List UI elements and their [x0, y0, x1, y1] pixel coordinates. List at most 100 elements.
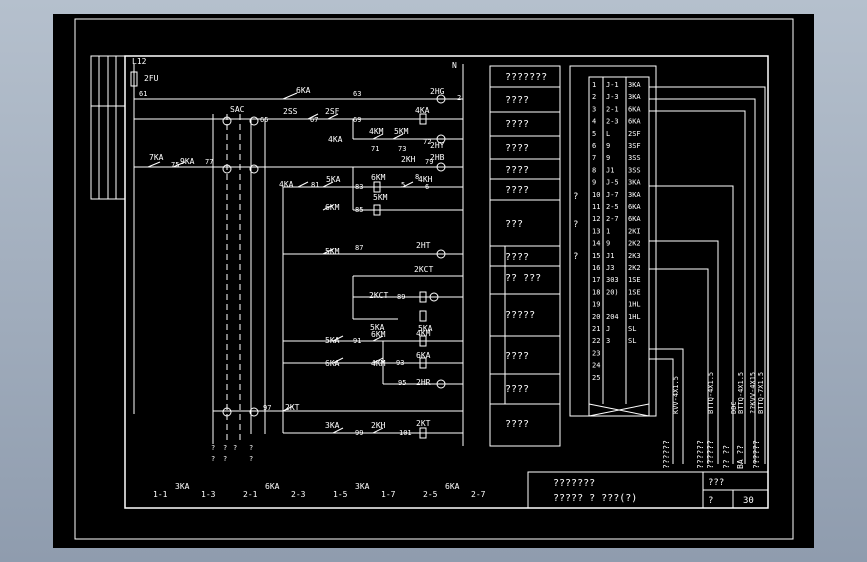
wire-75: 75: [171, 161, 179, 169]
label-kh4: 4KH: [418, 175, 433, 184]
terminal-no-24: 25: [592, 374, 600, 382]
cable-5: BTTQ-7X1.5: [757, 372, 765, 414]
description-9: ?????: [505, 310, 535, 321]
wire-85: 85: [355, 206, 363, 214]
label-kh2-c: 2KH: [371, 421, 386, 430]
bottom-contact-2-name: 3KA: [355, 482, 370, 491]
wire-71: 71: [371, 145, 379, 153]
terminal-from-13: 9: [606, 240, 610, 248]
bottom-contact-3-left: 2-5: [423, 490, 438, 499]
terminal-no-21: 22: [592, 337, 600, 345]
wire-69: 69: [353, 116, 361, 124]
wire-67: 67: [310, 116, 318, 124]
terminal-to-19: 1HL: [628, 313, 641, 321]
label-km5-b: 5KM: [325, 247, 340, 256]
bottom-contact-1-left: 2-1: [243, 490, 258, 499]
wire-93: 93: [396, 359, 404, 367]
terminal-to-17: 1SE: [628, 288, 641, 296]
terminal-from-9: J-7: [606, 191, 619, 199]
wire-61: 61: [139, 90, 147, 98]
label-coil-2kct: 2KCT: [414, 265, 433, 274]
terminal-no-18: 19: [592, 301, 600, 309]
label-coil-4ka: 4KA: [415, 106, 430, 115]
terminal-no-23: 24: [592, 362, 600, 370]
bottom-contact-1-name: 6KA: [265, 482, 280, 491]
schematic-drawing: L122FUNSAC6KA2SS2SF4KA4KM5KM7KA9KA2KH5KA…: [74, 18, 794, 540]
wire-63: 63: [353, 90, 361, 98]
title-line-1: ???????: [553, 478, 595, 489]
terminal-no-13: 14: [592, 240, 600, 248]
label-km6-b: 6KM: [325, 203, 340, 212]
label-kt2-contact: 2KT: [285, 403, 300, 412]
terminal-to-13: 2K2: [628, 240, 641, 248]
cable-1: BTTQ-4X1.5: [707, 372, 715, 414]
terminal-from-12: 1: [606, 227, 610, 235]
terminal-from-4: L: [606, 130, 610, 138]
terminal-to-20: SL: [628, 325, 636, 333]
wire-79: 79: [425, 158, 433, 166]
label-coil-6ka: 6KA: [416, 351, 431, 360]
label-kh2: 2KH: [401, 155, 416, 164]
description-4: ????: [505, 165, 529, 176]
terminal-to-12: 2KI: [628, 227, 641, 235]
wire-89: 89: [397, 293, 405, 301]
description-6: ???: [505, 219, 523, 230]
label-ka5-a: 5KA: [326, 175, 341, 184]
bottom-contact-1-right: 2-3: [291, 490, 306, 499]
label-ka5-b: 5KA: [370, 323, 385, 332]
label-ka5-c: 5KA: [325, 336, 340, 345]
terminal-to-21: SL: [628, 337, 636, 345]
terminal-table-frame: [569, 65, 766, 464]
terminal-no-16: 17: [592, 276, 600, 284]
label-l12: L12: [132, 57, 147, 66]
cable-note-4: BA ??: [736, 445, 745, 469]
label-lamp-2hg: 2HG: [430, 87, 445, 96]
wire-6: 6: [425, 183, 429, 191]
label-ka4-contact: 4KA: [328, 135, 343, 144]
q-mark-1: ?: [223, 444, 227, 452]
title-cell-q1: ???: [708, 478, 724, 488]
q-mark-2: ?: [233, 444, 237, 452]
terminal-from-14: J1: [606, 252, 614, 260]
terminal-to-16: 1SE: [628, 276, 641, 284]
cable-note-2: ??????: [706, 440, 715, 469]
q-mark-5: ?: [223, 455, 227, 463]
terminal-no-5: 6: [592, 142, 596, 150]
label-ka4-b: 4KA: [279, 180, 294, 189]
label-sac: SAC: [230, 105, 245, 114]
description-10: ????: [505, 351, 529, 362]
terminal-no-9: 10: [592, 191, 600, 199]
terminal-no-3: 4: [592, 118, 596, 126]
bottom-contact-2-left: 1-5: [333, 490, 348, 499]
terminal-from-17: 20): [606, 288, 619, 296]
title-line-2: ????? ? ???(?): [553, 493, 637, 504]
description-12: ????: [505, 419, 529, 430]
q-mark-6: ?: [249, 455, 253, 463]
wire-2: 2: [457, 94, 461, 102]
cable-note-1: ??????: [696, 440, 705, 469]
title-cell-q2: ?: [708, 496, 713, 506]
inner-frame: [124, 55, 769, 509]
label-ss2: 2SS: [283, 107, 298, 116]
terminal-from-16: 303: [606, 276, 619, 284]
terminal-from-19: 204: [606, 313, 619, 321]
table-q-0: ?: [573, 192, 578, 202]
label-lamp-2hb: 2HB: [430, 153, 445, 162]
wire-65: 65: [260, 116, 268, 124]
terminal-from-21: 3: [606, 337, 610, 345]
terminal-no-10: 11: [592, 203, 600, 211]
terminal-from-15: J3: [606, 264, 614, 272]
terminal-to-7: 3SS: [628, 166, 641, 174]
label-km5-contact: 5KM: [394, 127, 409, 136]
label-km4-c: 4KM: [371, 359, 386, 368]
terminal-no-19: 20: [592, 313, 600, 321]
label-2fu: 2FU: [144, 74, 159, 83]
bottom-contact-3-name: 6KA: [445, 482, 460, 491]
terminal-to-14: 2K3: [628, 252, 641, 260]
terminal-no-2: 3: [592, 105, 596, 113]
cable-2: BTTQ-4X1.5: [737, 372, 745, 414]
terminal-to-0: 3KA: [628, 81, 641, 89]
table-q-1: ?: [573, 220, 578, 230]
wire-5: 5: [401, 181, 405, 189]
